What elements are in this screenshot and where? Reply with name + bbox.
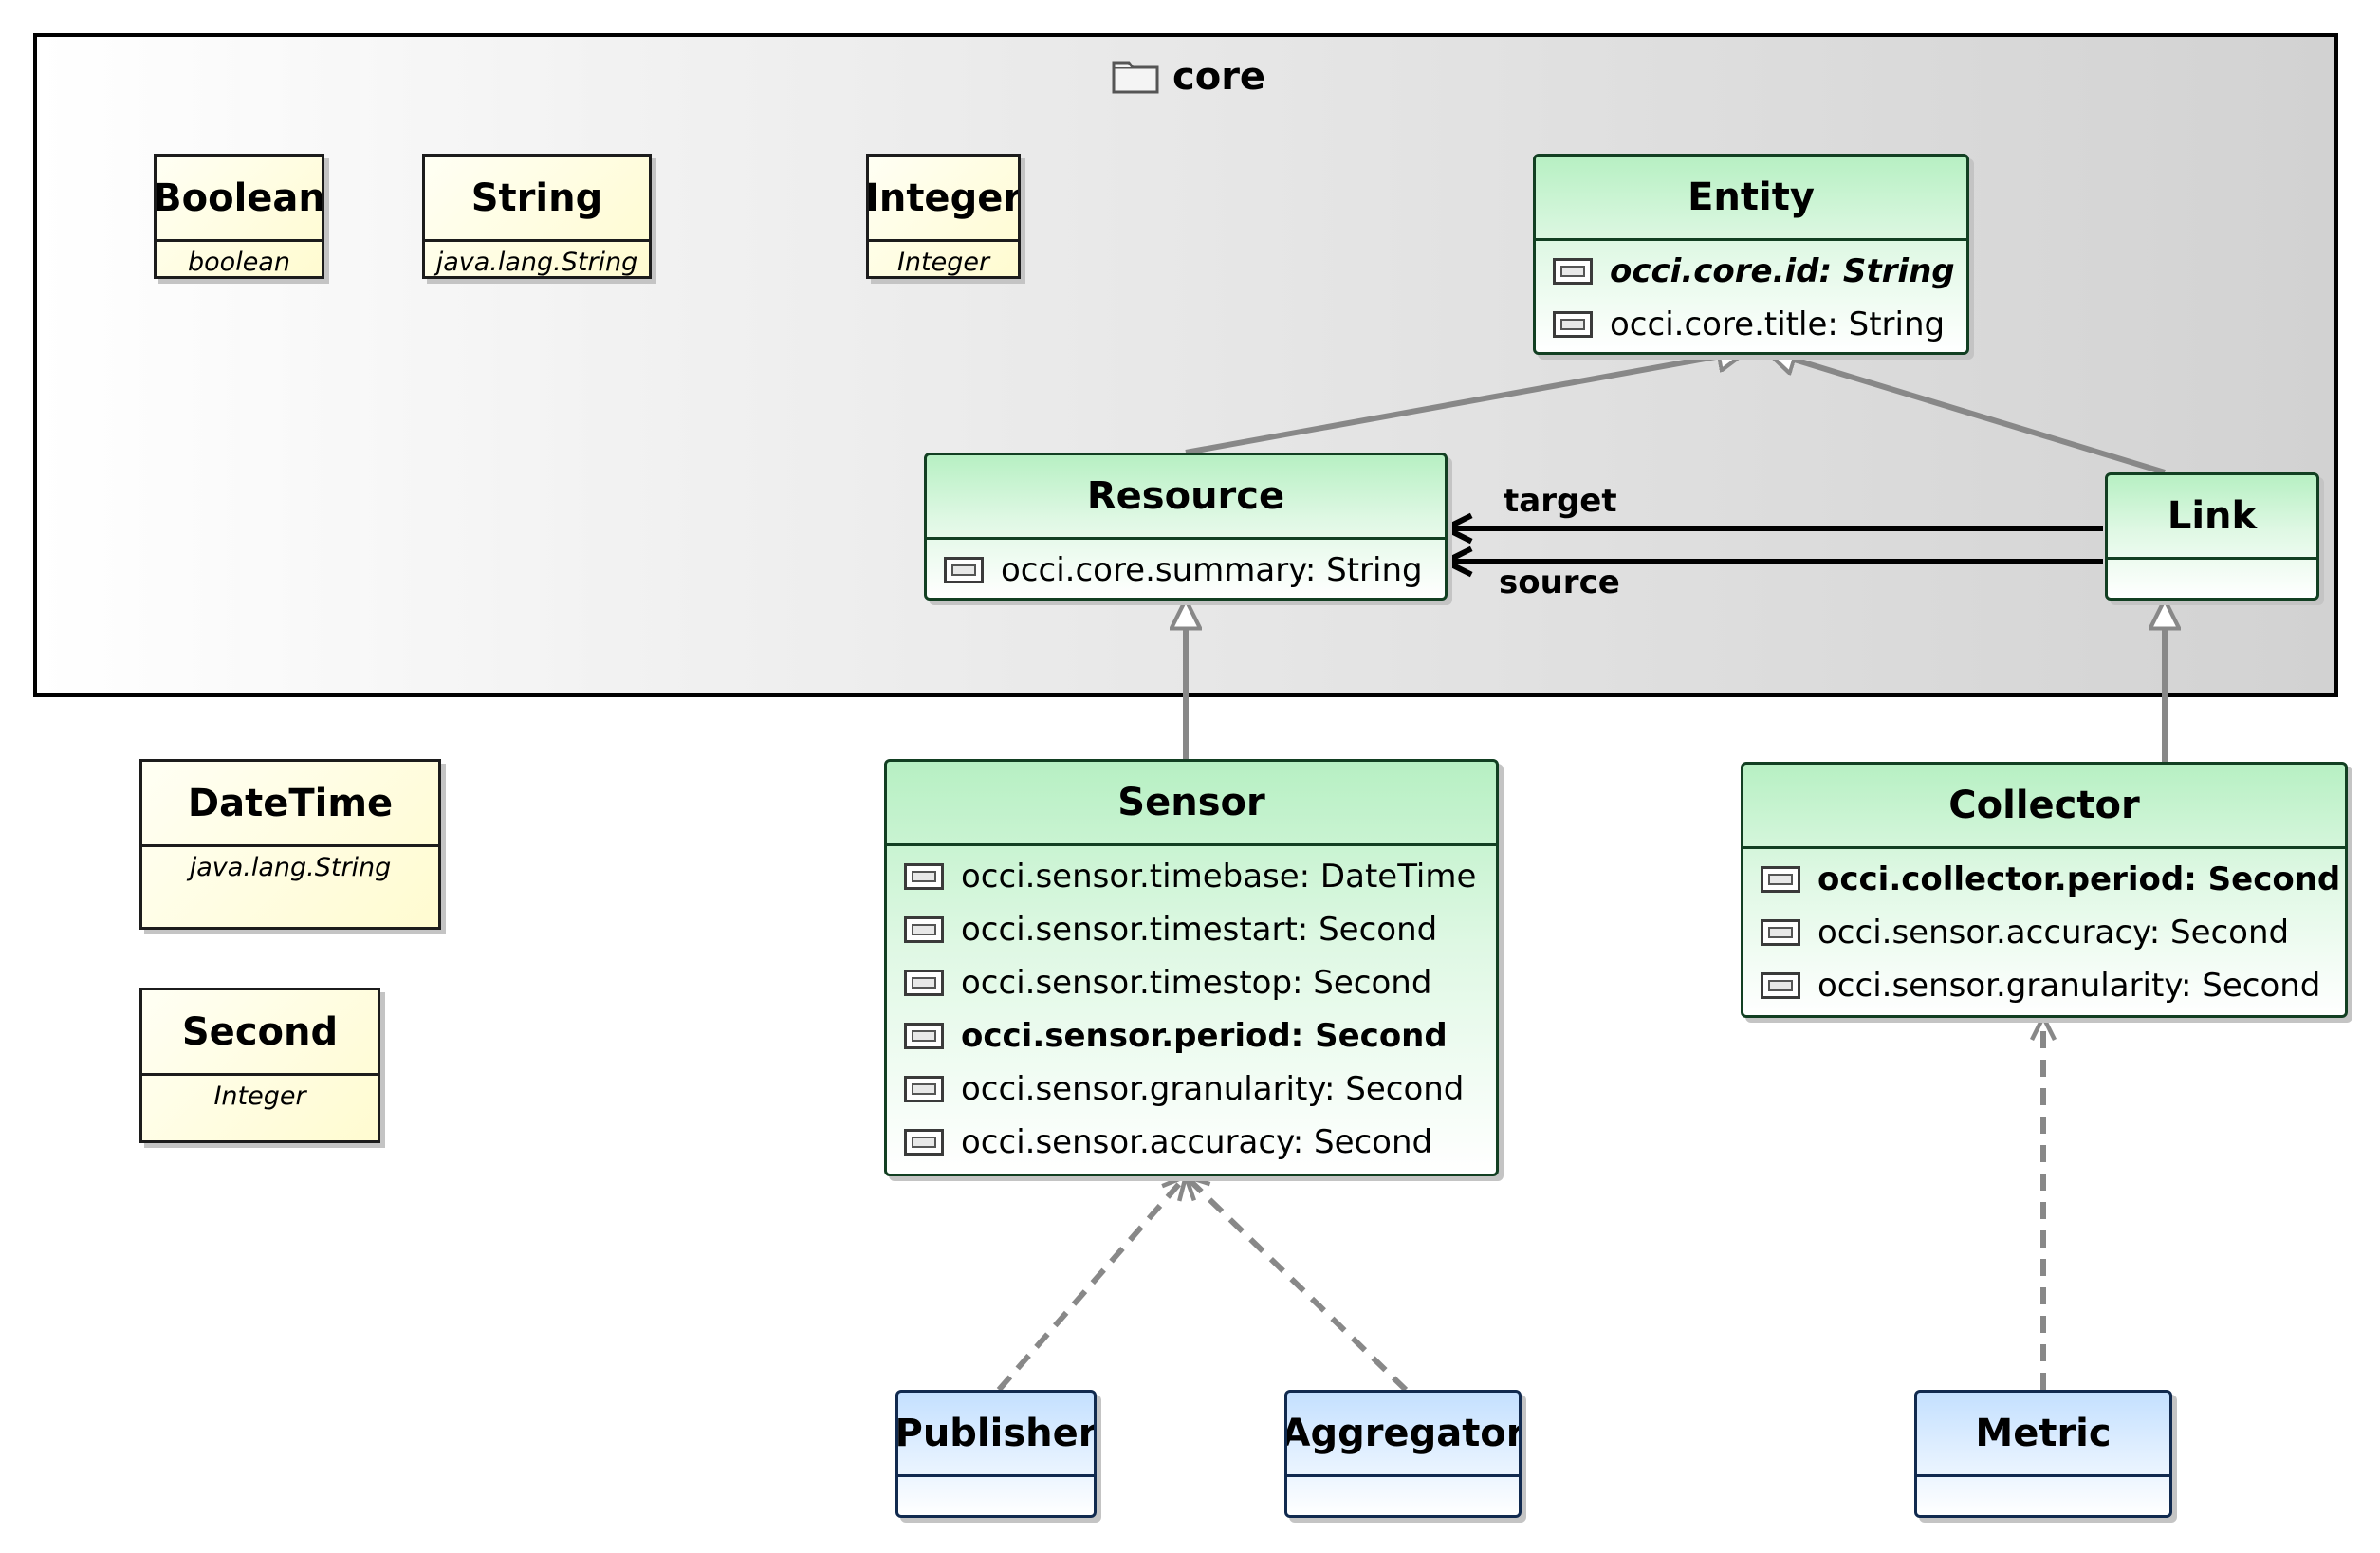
attribute-row[interactable]: occi.sensor.timebase: DateTime bbox=[904, 850, 1496, 903]
attribute-label: occi.sensor.granularity: Second bbox=[1817, 967, 2321, 1005]
attribute-label: occi.core.id: String bbox=[1610, 252, 1955, 290]
datatype-name: Integer bbox=[869, 157, 1018, 242]
attribute-label: occi.sensor.period: Second bbox=[961, 1017, 1448, 1055]
class-link[interactable]: Link bbox=[2105, 472, 2319, 601]
attribute-row[interactable]: occi.collector.period: Second bbox=[1761, 853, 2345, 906]
mixin-name: Metric bbox=[1917, 1393, 2169, 1477]
attribute-row[interactable]: occi.sensor.period: Second bbox=[904, 1009, 1496, 1063]
property-icon bbox=[904, 1023, 944, 1049]
attribute-list: occi.collector.period: Second occi.senso… bbox=[1743, 849, 2345, 1012]
mixin-name: Aggregator bbox=[1287, 1393, 1519, 1477]
attribute-label: occi.sensor.granularity: Second bbox=[961, 1070, 1465, 1108]
datatype-name: Second bbox=[142, 990, 378, 1076]
target-label: target bbox=[1504, 482, 1617, 520]
property-icon bbox=[1761, 866, 1800, 893]
class-resource[interactable]: Resource occi.core.summary: String bbox=[924, 453, 1448, 601]
mixin-metric[interactable]: Metric bbox=[1914, 1390, 2172, 1518]
mixin-aggregator[interactable]: Aggregator bbox=[1284, 1390, 1522, 1518]
property-icon bbox=[1553, 258, 1593, 285]
datatype-name: String bbox=[425, 157, 649, 242]
folder-icon bbox=[1112, 61, 1159, 94]
attribute-row[interactable]: occi.core.title: String bbox=[1553, 298, 1966, 351]
datatype-instance-class: Integer bbox=[896, 248, 990, 277]
attribute-label: occi.sensor.accuracy: Second bbox=[961, 1123, 1433, 1161]
property-icon bbox=[1553, 311, 1593, 338]
property-icon bbox=[904, 863, 944, 890]
attribute-row[interactable]: occi.sensor.timestart: Second bbox=[904, 903, 1496, 956]
property-icon bbox=[1761, 919, 1800, 946]
class-name: Sensor bbox=[887, 762, 1496, 846]
attribute-row[interactable]: occi.sensor.timestop: Second bbox=[904, 956, 1496, 1009]
attribute-label: occi.sensor.timebase: DateTime bbox=[961, 858, 1477, 896]
attribute-label: occi.core.title: String bbox=[1610, 305, 1946, 343]
attribute-label: occi.sensor.accuracy: Second bbox=[1817, 914, 2290, 952]
property-icon bbox=[904, 1129, 944, 1156]
property-icon bbox=[904, 970, 944, 996]
class-name: Entity bbox=[1536, 157, 1966, 241]
attribute-label: occi.core.summary: String bbox=[1001, 551, 1423, 589]
class-collector[interactable]: Collector occi.collector.period: Second … bbox=[1741, 762, 2348, 1018]
property-icon bbox=[904, 916, 944, 943]
aggregator-to-sensor-dependency[interactable] bbox=[1186, 1176, 1409, 1393]
attribute-label: occi.sensor.timestop: Second bbox=[961, 964, 1432, 1002]
class-sensor[interactable]: Sensor occi.sensor.timebase: DateTime oc… bbox=[884, 759, 1499, 1176]
package-title: core bbox=[1112, 53, 1265, 101]
attribute-row[interactable]: occi.core.id: String bbox=[1553, 245, 1966, 298]
attribute-row[interactable]: occi.sensor.granularity: Second bbox=[904, 1063, 1496, 1116]
attribute-label: occi.sensor.timestart: Second bbox=[961, 911, 1438, 949]
datatype-instance-class: java.lang.String bbox=[435, 248, 638, 277]
datatype-datetime[interactable]: DateTime java.lang.String bbox=[139, 759, 441, 930]
datatype-instance-class: boolean bbox=[188, 248, 290, 277]
mixin-publisher[interactable]: Publisher bbox=[895, 1390, 1097, 1518]
source-label: source bbox=[1499, 564, 1620, 601]
property-icon bbox=[904, 1076, 944, 1102]
datatype-name: DateTime bbox=[142, 762, 438, 847]
publisher-to-sensor-dependency[interactable] bbox=[996, 1176, 1186, 1392]
attribute-row[interactable]: occi.sensor.accuracy: Second bbox=[1761, 906, 2345, 959]
attribute-list: occi.core.id: String occi.core.title: St… bbox=[1536, 241, 1966, 351]
attribute-row[interactable]: occi.core.summary: String bbox=[944, 544, 1445, 597]
link-to-entity-generalization[interactable] bbox=[1766, 351, 2166, 475]
property-icon bbox=[1761, 972, 1800, 999]
attribute-list: occi.core.summary: String bbox=[927, 540, 1445, 597]
datatype-instance-class: Integer bbox=[213, 1082, 306, 1111]
attribute-row[interactable]: occi.sensor.accuracy: Second bbox=[904, 1116, 1496, 1169]
class-name: Collector bbox=[1743, 765, 2345, 849]
resource-to-entity-generalization[interactable] bbox=[1185, 351, 1747, 455]
datatype-boolean[interactable]: Boolean boolean bbox=[154, 154, 324, 279]
datatype-string[interactable]: String java.lang.String bbox=[422, 154, 652, 279]
package-name: core bbox=[1172, 55, 1266, 99]
mixin-name: Publisher bbox=[898, 1393, 1094, 1477]
datatype-name: Boolean bbox=[157, 157, 322, 242]
datatype-instance-class: java.lang.String bbox=[189, 853, 392, 882]
class-entity[interactable]: Entity occi.core.id: String occi.core.ti… bbox=[1533, 154, 1969, 355]
datatype-integer[interactable]: Integer Integer bbox=[866, 154, 1021, 279]
attribute-row[interactable]: occi.sensor.granularity: Second bbox=[1761, 959, 2345, 1012]
datatype-second[interactable]: Second Integer bbox=[139, 988, 380, 1143]
class-name: Resource bbox=[927, 455, 1445, 540]
property-icon bbox=[944, 557, 984, 583]
attribute-list: occi.sensor.timebase: DateTime occi.sens… bbox=[887, 846, 1496, 1169]
class-name: Link bbox=[2108, 475, 2316, 560]
attribute-label: occi.collector.period: Second bbox=[1817, 860, 2341, 898]
